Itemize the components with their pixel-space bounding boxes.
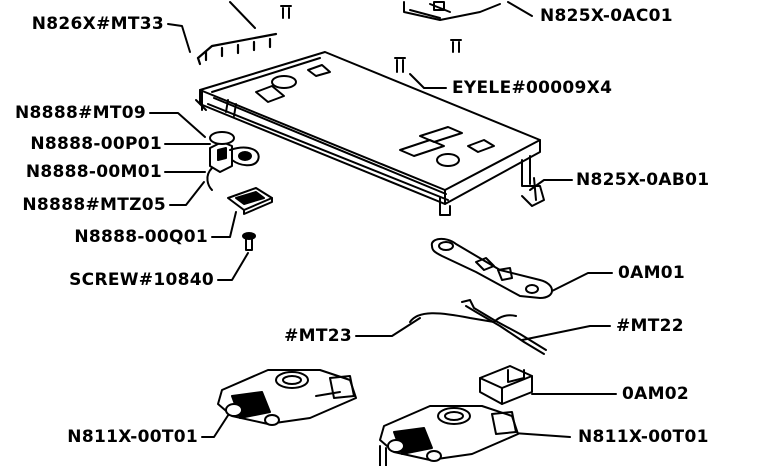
leader-n825x-0ac01: [507, 1, 533, 17]
leader-eyele: [409, 73, 447, 89]
label-n8888-00q01: N8888-00Q01: [74, 227, 208, 247]
label-n8888-mtz05: N8888#MTZ05: [22, 195, 166, 215]
label-oam01: 0AM01: [618, 263, 686, 283]
label-n825x-0ab01: N825X-0AB01: [576, 170, 710, 190]
label-mt22: #MT22: [616, 316, 684, 336]
leader-mt23: [355, 317, 421, 337]
clip-part: [479, 365, 533, 405]
leader-screw: [217, 252, 249, 281]
contact-strip-part: [196, 32, 278, 66]
truck-right-part: [379, 405, 519, 466]
label-n8888-mt09: N8888#MT09: [15, 103, 146, 123]
label-eyele-00009x4: EYELE#00009X4: [452, 78, 613, 98]
label-screw-10840: SCREW#10840: [69, 270, 214, 290]
label-n825x-0ac01: N825X-0AC01: [540, 6, 673, 26]
label-n811x-00t01-right: N811X-00T01: [578, 427, 709, 447]
eyelet-parts: [280, 5, 462, 73]
top-cover-part: [403, 1, 501, 21]
wire-parts: [409, 299, 547, 355]
leader-n8888-mt09: [149, 112, 206, 138]
leader-n8888-00q01: [211, 211, 237, 238]
label-mt23: #MT23: [284, 326, 352, 346]
leader-n826x-mt33: [167, 23, 191, 53]
leader-n8888-mtz05: [169, 181, 205, 206]
chassis-frame: [195, 51, 545, 216]
leader-n826x-mt33-top: [229, 1, 256, 29]
leader-mt22: [521, 325, 611, 341]
arm-part: [430, 238, 553, 299]
label-n826x-mt33: N826X#MT33: [31, 14, 164, 34]
label-oam02: 0AM02: [622, 384, 690, 404]
label-n8888-00m01: N8888-00M01: [25, 162, 162, 182]
bracket-part: [227, 187, 273, 215]
screw-part: [242, 232, 256, 251]
truck-left-part: [217, 369, 357, 426]
motor-cluster-part: [206, 131, 260, 191]
leader-oam01: [549, 272, 613, 293]
label-n811x-00t01-left: N811X-00T01: [67, 427, 198, 447]
label-n8888-00p01: N8888-00P01: [30, 134, 162, 154]
